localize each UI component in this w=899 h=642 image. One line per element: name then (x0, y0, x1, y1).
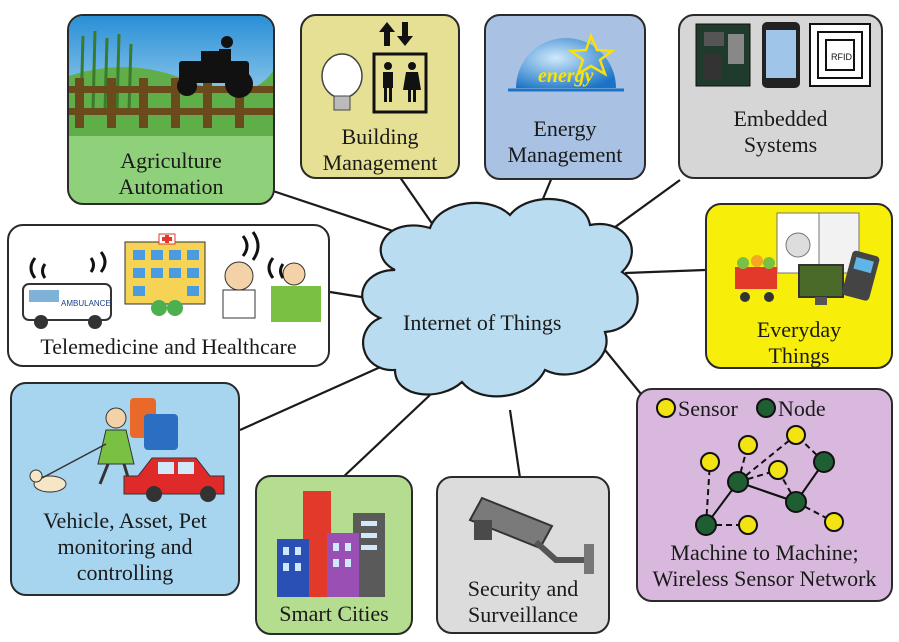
energy-star-logo: energy (508, 32, 624, 92)
center-label: Internet of Things (403, 310, 562, 335)
wireless-signal-icons (29, 231, 285, 279)
node-energy: energy Energy Management (484, 14, 646, 180)
doctor-icon (222, 261, 256, 319)
connector-everyday (624, 268, 706, 275)
city-illustration (277, 491, 385, 597)
node-agriculture: Agriculture Automation (67, 14, 275, 205)
node-telemedicine: AMBULANCE (7, 224, 330, 367)
connector-smart-cities (339, 394, 431, 481)
dog-icon (29, 443, 107, 493)
node-building: Building Management (300, 14, 460, 179)
connector-vehicle (239, 363, 386, 432)
legend-node-icon (756, 398, 776, 418)
hospital-icon (124, 233, 206, 316)
legend-sensor: Sensor (678, 396, 738, 421)
ambulance-icon: AMBULANCE (22, 283, 112, 329)
security-camera-icon (468, 496, 594, 574)
energy-logo-text: energy (538, 65, 594, 87)
smart-cities-label: Smart Cities (279, 601, 389, 626)
node-embedded: RFID Embedded Systems (678, 14, 883, 179)
rfid-text: RFID (831, 52, 852, 62)
sensor-network-graph (656, 398, 844, 536)
vehicle-illustration (29, 398, 225, 502)
camera-illustration (468, 496, 594, 574)
embedded-illustration: RFID (695, 22, 871, 88)
network-nodes (695, 451, 835, 536)
iot-cloud (361, 197, 639, 398)
legend-sensor-icon (656, 398, 676, 418)
node-m2m: Sensor Node (636, 388, 893, 602)
lightbulb-icon (321, 53, 363, 111)
building-label: Building Management (322, 124, 438, 175)
rfid-tag-icon: RFID (809, 23, 871, 87)
circuit-board-icon (695, 23, 751, 87)
node-everyday: Everyday Things (705, 203, 893, 369)
node-security: Security and Surveillance (436, 476, 610, 634)
everyday-label: Everyday Things (756, 317, 842, 368)
sensor-nodes (700, 425, 844, 535)
security-label: Security and Surveillance (467, 576, 579, 627)
card-terminal-icon (842, 250, 880, 301)
farm-illustration (69, 16, 273, 136)
luggage-icon (130, 398, 178, 450)
telemedicine-illustration: AMBULANCE (22, 231, 321, 329)
shopping-cart-icon (735, 255, 777, 302)
girl-icon (97, 407, 135, 485)
energy-label: Energy Management (507, 116, 623, 167)
monitor-icon (798, 264, 844, 305)
car-icon (123, 457, 225, 502)
embedded-label: Embedded Systems (733, 106, 828, 157)
m2m-label: Machine to Machine; Wireless Sensor Netw… (652, 540, 877, 591)
vehicle-label: Vehicle, Asset, Pet monitoring and contr… (43, 508, 207, 585)
patient-icon (271, 262, 321, 322)
elevator-icon (372, 22, 428, 114)
node-smart-cities: Smart Cities (255, 475, 413, 635)
telemedicine-label: Telemedicine and Healthcare (40, 334, 297, 359)
smartphone-icon (762, 22, 800, 88)
node-vehicle: Vehicle, Asset, Pet monitoring and contr… (10, 382, 240, 596)
connector-security (508, 409, 522, 479)
ambulance-text: AMBULANCE (61, 299, 111, 308)
agriculture-label: Agriculture Automation (118, 148, 224, 199)
everyday-illustration (735, 212, 880, 305)
building-illustration (321, 22, 428, 114)
legend-node: Node (778, 396, 826, 421)
